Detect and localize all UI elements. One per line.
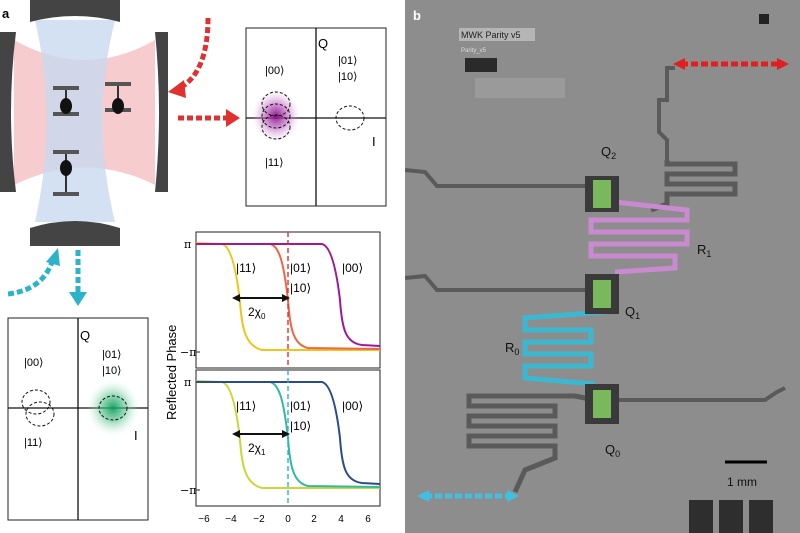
xtick: 2 bbox=[311, 514, 317, 525]
r1-label: R1 bbox=[697, 242, 711, 259]
iq-top-state-10: |10⟩ bbox=[338, 71, 357, 83]
x-axis-ticks: −6 −4 −2 0 2 4 6 bbox=[198, 514, 371, 525]
ytick-pi-bottom: π bbox=[184, 376, 191, 389]
chip-subtitle: Parity_v5 bbox=[461, 48, 487, 54]
iq-bottom-state-10: |10⟩ bbox=[102, 365, 121, 377]
iq-bottom-state-00: |00⟩ bbox=[24, 357, 43, 369]
red-input-arrowhead bbox=[168, 80, 186, 98]
xtick: 4 bbox=[338, 514, 344, 525]
iq-plane-top: Q I |00⟩ |01⟩ |10⟩ |11⟩ bbox=[245, 27, 387, 207]
mirror-bottom bbox=[30, 221, 120, 246]
iq-top-state-01: |01⟩ bbox=[338, 55, 357, 67]
curve-11-bottom bbox=[195, 380, 380, 489]
xtick: −6 bbox=[198, 514, 210, 525]
q1-label: Q1 bbox=[625, 304, 640, 321]
chip-title: MWK Parity v5 bbox=[461, 30, 521, 40]
r0-label: R0 bbox=[505, 340, 519, 357]
phase-plot-top: |11⟩ |01⟩ |10⟩ |00⟩ 2χ0 bbox=[195, 231, 381, 369]
label-10-bottom: |10⟩ bbox=[290, 419, 311, 433]
xtick: −2 bbox=[253, 514, 265, 525]
curve-00-bottom bbox=[196, 381, 381, 485]
label-10-top: |10⟩ bbox=[290, 281, 311, 295]
scale-bar-label: 1 mm bbox=[727, 475, 757, 489]
iq-bottom-state-01: |01⟩ bbox=[102, 349, 121, 361]
label-11-bottom: |11⟩ bbox=[236, 399, 256, 413]
label-00-top: |00⟩ bbox=[342, 261, 363, 275]
phase-plot-bottom: |11⟩ |01⟩ |10⟩ |00⟩ 2χ1 bbox=[195, 369, 381, 507]
ytick-pi-top: π bbox=[184, 238, 191, 251]
vertical-cavity-mode bbox=[35, 20, 115, 222]
label-01-bottom: |01⟩ bbox=[290, 399, 311, 413]
resonator-r1 bbox=[588, 199, 690, 275]
iq-top-i-label: I bbox=[372, 134, 376, 149]
panel-b-chip-micrograph: b MWK Parity v5 Parity_v5 bbox=[405, 0, 800, 533]
iq-plane-bottom: Q I |00⟩ |01⟩ |10⟩ |11⟩ bbox=[7, 317, 149, 521]
xtick: −4 bbox=[225, 514, 237, 525]
qubit-q0-pad bbox=[585, 384, 619, 424]
iq-top-q-label: Q bbox=[318, 36, 328, 51]
iq-top-state-00: |00⟩ bbox=[265, 65, 284, 77]
feedlines bbox=[405, 66, 786, 402]
mirror-top bbox=[30, 0, 120, 22]
iq-bottom-q-label: Q bbox=[80, 328, 90, 343]
iq-bottom-i-label: I bbox=[134, 428, 138, 443]
cavity-schematic bbox=[0, 0, 168, 246]
mirror-right bbox=[155, 32, 168, 192]
iq-top-state-11: |11⟩ bbox=[265, 157, 284, 169]
label-00-bottom: |00⟩ bbox=[342, 399, 363, 413]
resonator-r0 bbox=[522, 309, 606, 387]
curve-00-top bbox=[196, 243, 381, 347]
chi-label-top: 2χ0 bbox=[248, 305, 266, 321]
mirror-left bbox=[0, 32, 16, 192]
qubit-atom bbox=[53, 150, 79, 196]
label-01-top: |01⟩ bbox=[290, 261, 311, 275]
panel-b-label: b bbox=[413, 8, 421, 23]
meander-upper bbox=[650, 160, 738, 213]
ytick-minus-pi-top: −π bbox=[180, 346, 196, 359]
label-11-top: |11⟩ bbox=[236, 261, 256, 275]
cyan-input-arrowhead bbox=[46, 248, 60, 266]
cyan-input-arrow bbox=[7, 261, 55, 297]
red-output-arrowhead bbox=[226, 109, 240, 127]
qubit-atom bbox=[105, 82, 131, 114]
qubit-q2-pad bbox=[585, 176, 619, 212]
red-input-arrow bbox=[178, 17, 211, 91]
iq-bottom-state-11: |11⟩ bbox=[24, 437, 43, 449]
green-readout-blob bbox=[87, 380, 139, 436]
xtick: 6 bbox=[365, 514, 371, 525]
q0-label: Q0 bbox=[605, 442, 620, 459]
chi-label-bottom: 2χ1 bbox=[248, 441, 266, 457]
bond-pad-array bbox=[689, 500, 773, 533]
panel-a: a bbox=[0, 0, 387, 525]
meander-lower bbox=[466, 393, 596, 494]
panel-a-label: a bbox=[2, 6, 10, 21]
ytick-minus-pi-bottom: −π bbox=[180, 484, 196, 497]
y-axis-label: Reflected Phase bbox=[164, 325, 179, 420]
qubit-q1-pad bbox=[585, 274, 619, 314]
xtick: 0 bbox=[285, 514, 291, 525]
q2-label: Q2 bbox=[601, 144, 616, 161]
cyan-output-arrowhead bbox=[69, 292, 87, 306]
qubit-atom bbox=[53, 86, 79, 116]
